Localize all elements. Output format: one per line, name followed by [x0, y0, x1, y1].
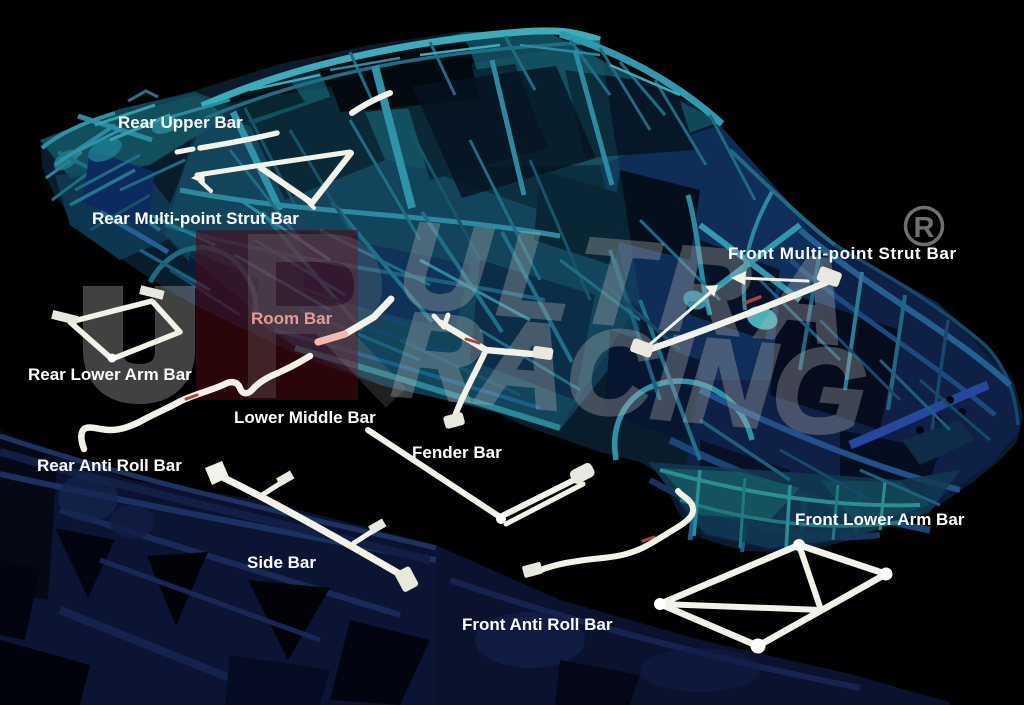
svg-text:Rear Upper Bar: Rear Upper Bar: [118, 113, 243, 132]
svg-text:Fender Bar: Fender Bar: [412, 443, 502, 462]
svg-text:Front Lower Arm Bar: Front Lower Arm Bar: [795, 510, 965, 529]
svg-text:Room Bar: Room Bar: [251, 309, 333, 328]
svg-text:Rear Multi-point Strut Bar: Rear Multi-point Strut Bar: [92, 209, 299, 228]
svg-text:Front Multi-point Strut Bar: Front Multi-point Strut Bar: [728, 244, 957, 263]
svg-text:Side Bar: Side Bar: [247, 553, 316, 572]
svg-text:Rear Lower Arm Bar: Rear Lower Arm Bar: [28, 365, 192, 384]
svg-text:R: R: [914, 212, 935, 244]
svg-text:Lower Middle Bar: Lower Middle Bar: [234, 408, 376, 427]
svg-text:Front Anti Roll Bar: Front Anti Roll Bar: [462, 615, 613, 634]
svg-text:Rear Anti Roll Bar: Rear Anti Roll Bar: [37, 456, 182, 475]
